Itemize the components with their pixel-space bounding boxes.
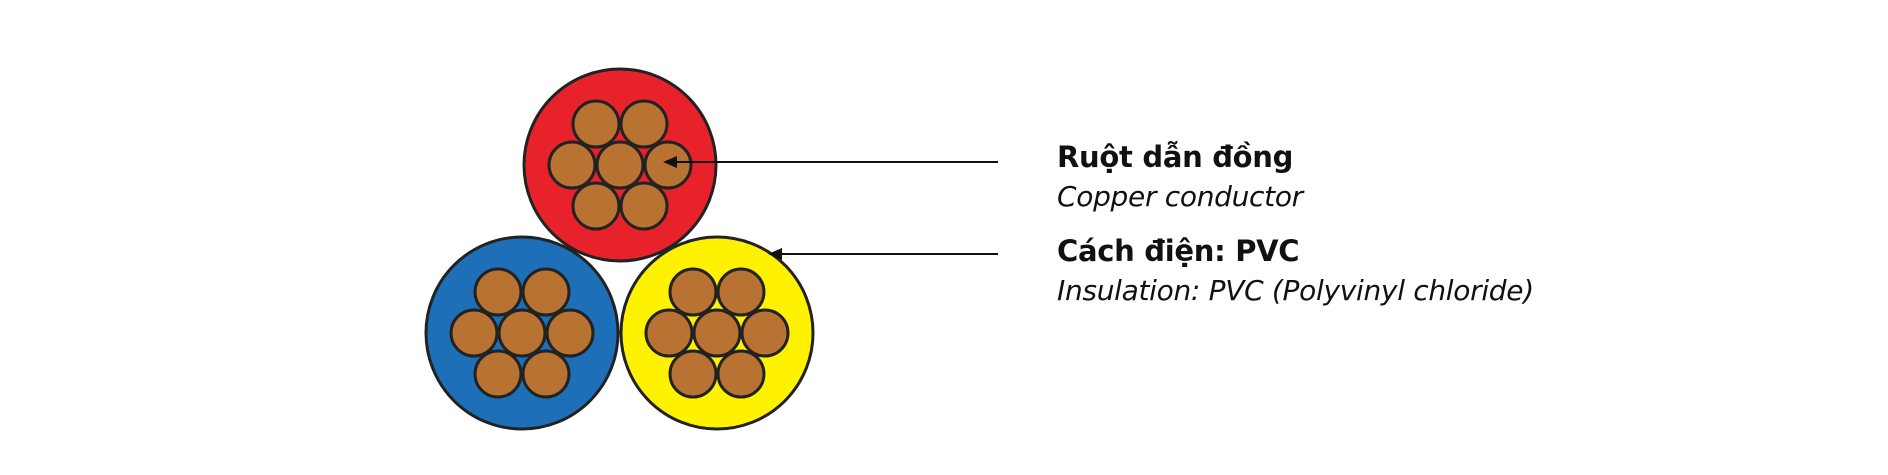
copper-strand xyxy=(692,308,742,358)
copper-strand xyxy=(497,308,547,358)
blue-core-strands xyxy=(449,267,595,399)
copper-strand xyxy=(595,140,645,190)
conductor-title: Ruột dẫn đồng xyxy=(1057,140,1294,174)
red-core xyxy=(522,67,718,263)
copper-strand xyxy=(571,99,621,149)
insulation-subtitle: Insulation: PVC (Polyvinyl chloride) xyxy=(1057,274,1534,307)
insulation-title: Cách điện: PVC xyxy=(1057,234,1300,268)
copper-strand xyxy=(521,267,571,317)
copper-strand xyxy=(473,267,523,317)
copper-strand xyxy=(668,349,718,399)
copper-strand xyxy=(619,181,669,231)
copper-strand xyxy=(644,308,694,358)
copper-strand xyxy=(740,308,790,358)
copper-strand xyxy=(619,99,669,149)
copper-strand xyxy=(547,140,597,190)
conductor-subtitle: Copper conductor xyxy=(1057,180,1303,213)
copper-strand xyxy=(571,181,621,231)
blue-core xyxy=(424,235,620,431)
copper-strand xyxy=(716,349,766,399)
copper-strand xyxy=(545,308,595,358)
yellow-core xyxy=(619,235,815,431)
copper-strand xyxy=(716,267,766,317)
copper-strand xyxy=(449,308,499,358)
yellow-core-strands xyxy=(644,267,790,399)
copper-strand xyxy=(643,140,693,190)
copper-strand xyxy=(473,349,523,399)
copper-strand xyxy=(668,267,718,317)
copper-strand xyxy=(521,349,571,399)
red-core-strands xyxy=(547,99,693,231)
